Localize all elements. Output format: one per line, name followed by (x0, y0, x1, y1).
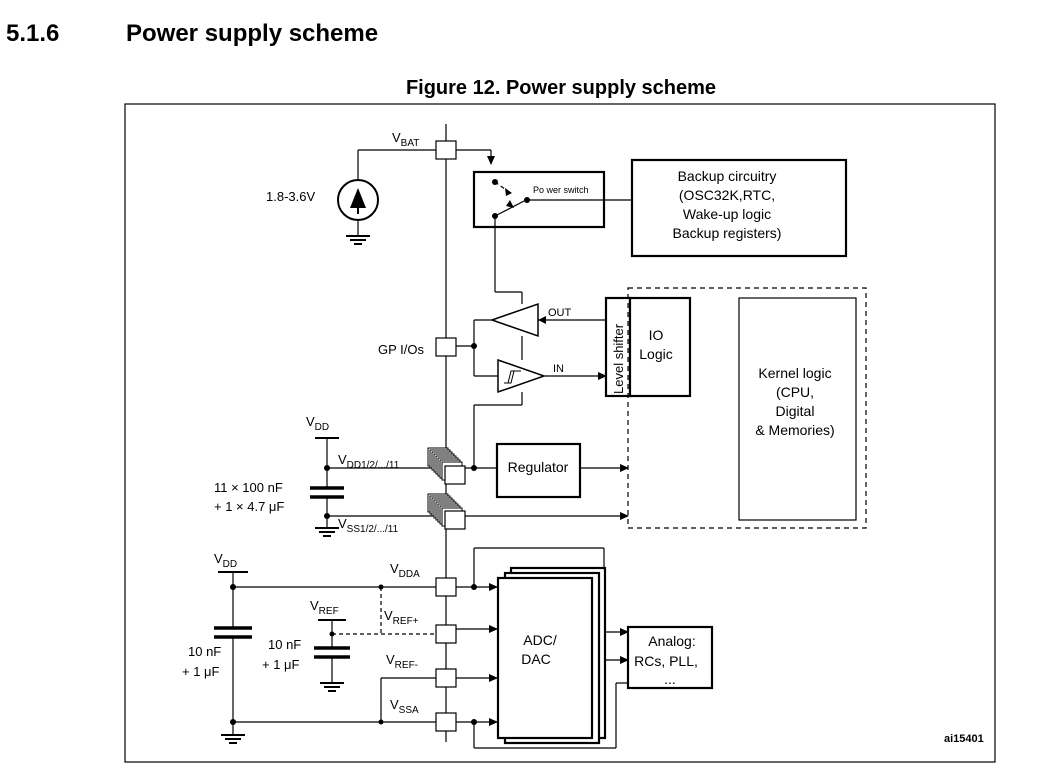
vref-cap-line-1: 10 nF (268, 637, 301, 652)
battery-source (337, 149, 436, 245)
decoupling-cap-line-1: 11 × 100 nF (214, 480, 283, 495)
backup-line-1: Backup circuitry (678, 168, 777, 184)
vrefp-label: VREF+ (384, 608, 419, 627)
backup-circuitry-box (630, 158, 848, 258)
vref-label: VREF (310, 598, 339, 617)
kernel-logic-box (738, 297, 857, 521)
vdda-pin (435, 577, 457, 597)
vbat-pin (435, 140, 457, 160)
figure-frame (124, 103, 996, 763)
in-label: IN (553, 363, 564, 375)
adc-dac-box (496, 576, 594, 740)
kernel-line-1: Kernel logic (758, 365, 831, 381)
vdda-cap-line-1: 10 nF (188, 644, 221, 659)
backup-line-3: Wake-up logic (683, 206, 771, 222)
analog-line-1: Analog: (648, 633, 695, 649)
section-title: Power supply scheme (126, 20, 379, 47)
gpio-pin (435, 337, 457, 357)
analog-line-2: RCs, PLL, (634, 653, 698, 669)
vrefm-label: VREF- (386, 652, 418, 671)
out-label: OUT (548, 307, 572, 319)
vss-pin-stack (427, 493, 466, 530)
backup-line-4: Backup registers) (673, 225, 782, 241)
vdd-n-label: VDD1/2/.../11 (338, 452, 400, 471)
figure-title: Figure 12. Power supply scheme (405, 77, 717, 99)
adc-line-1: ADC/ (523, 632, 557, 648)
vss-n-label: VSS1/2/.../11 (338, 516, 399, 535)
gpio-label: GP I/Os (378, 342, 424, 357)
regulator-label: Regulator (508, 459, 569, 475)
vssa-pin (435, 712, 457, 732)
figure-reference: ai15401 (944, 733, 984, 745)
io-logic-line-1: IO (649, 327, 664, 343)
analog-box (626, 625, 714, 690)
backup-line-2: (OSC32K,RTC, (679, 187, 775, 203)
analog-line-3: ... (664, 671, 676, 687)
level-shifter-box (604, 296, 632, 398)
io-logic-box (628, 296, 692, 398)
vbat-label: VBAT (392, 130, 419, 149)
power-switch-label: Po wer switch (533, 185, 589, 195)
battery-voltage: 1.8-3.6V (266, 189, 315, 204)
vdda-cap-line-2: + 1 μF (182, 664, 220, 679)
vrefp-pin (435, 624, 457, 644)
kernel-line-4: & Memories) (755, 422, 834, 438)
adc-line-2: DAC (521, 651, 551, 667)
core-domain-region (627, 287, 867, 529)
vrefm-pin (435, 668, 457, 688)
decoupling-cap-line-2: + 1 × 4.7 μF (214, 499, 284, 514)
kernel-line-3: Digital (776, 403, 815, 419)
vdd-bottom-label: VDD (214, 551, 237, 570)
regulator-box (495, 442, 582, 499)
section-number: 5.1.6 (6, 20, 60, 47)
vdd-pin-stack (427, 447, 466, 485)
input-buffer (497, 358, 547, 394)
vdd-top-label: VDD (306, 414, 329, 433)
level-shifter-label: Level shifter (611, 323, 626, 394)
vdda-label: VDDA (390, 561, 420, 580)
io-logic-line-2: Logic (639, 346, 672, 362)
kernel-line-2: (CPU, (776, 384, 814, 400)
vssa-label: VSSA (390, 697, 419, 716)
output-buffer (489, 302, 539, 338)
vref-cap-line-2: + 1 μF (262, 657, 300, 672)
